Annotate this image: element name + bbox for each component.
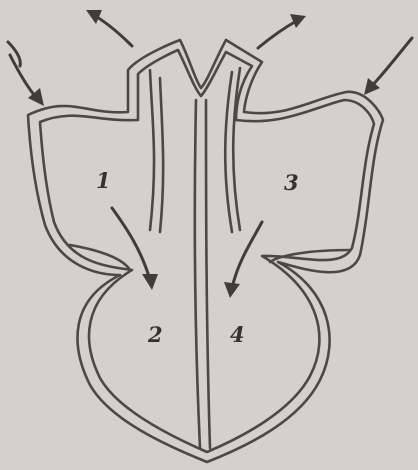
right-vessel-wall — [225, 68, 240, 232]
inflow-arrow-left-icon — [8, 42, 44, 106]
chamber-label-3: 3 — [284, 170, 299, 195]
flow-arrow-3-to-4-icon — [224, 222, 262, 298]
chamber-label-2: 2 — [147, 322, 163, 347]
chamber-label-1: 1 — [96, 168, 111, 193]
outflow-arrow-top-left-icon — [86, 10, 132, 46]
outflow-arrow-top-right-icon — [258, 14, 306, 48]
left-vessel-wall — [150, 70, 163, 232]
septum-left-line — [195, 100, 200, 448]
chamber-label-4: 4 — [230, 322, 245, 347]
inflow-arrow-right-icon — [364, 38, 412, 95]
septum-right-line — [206, 100, 210, 448]
